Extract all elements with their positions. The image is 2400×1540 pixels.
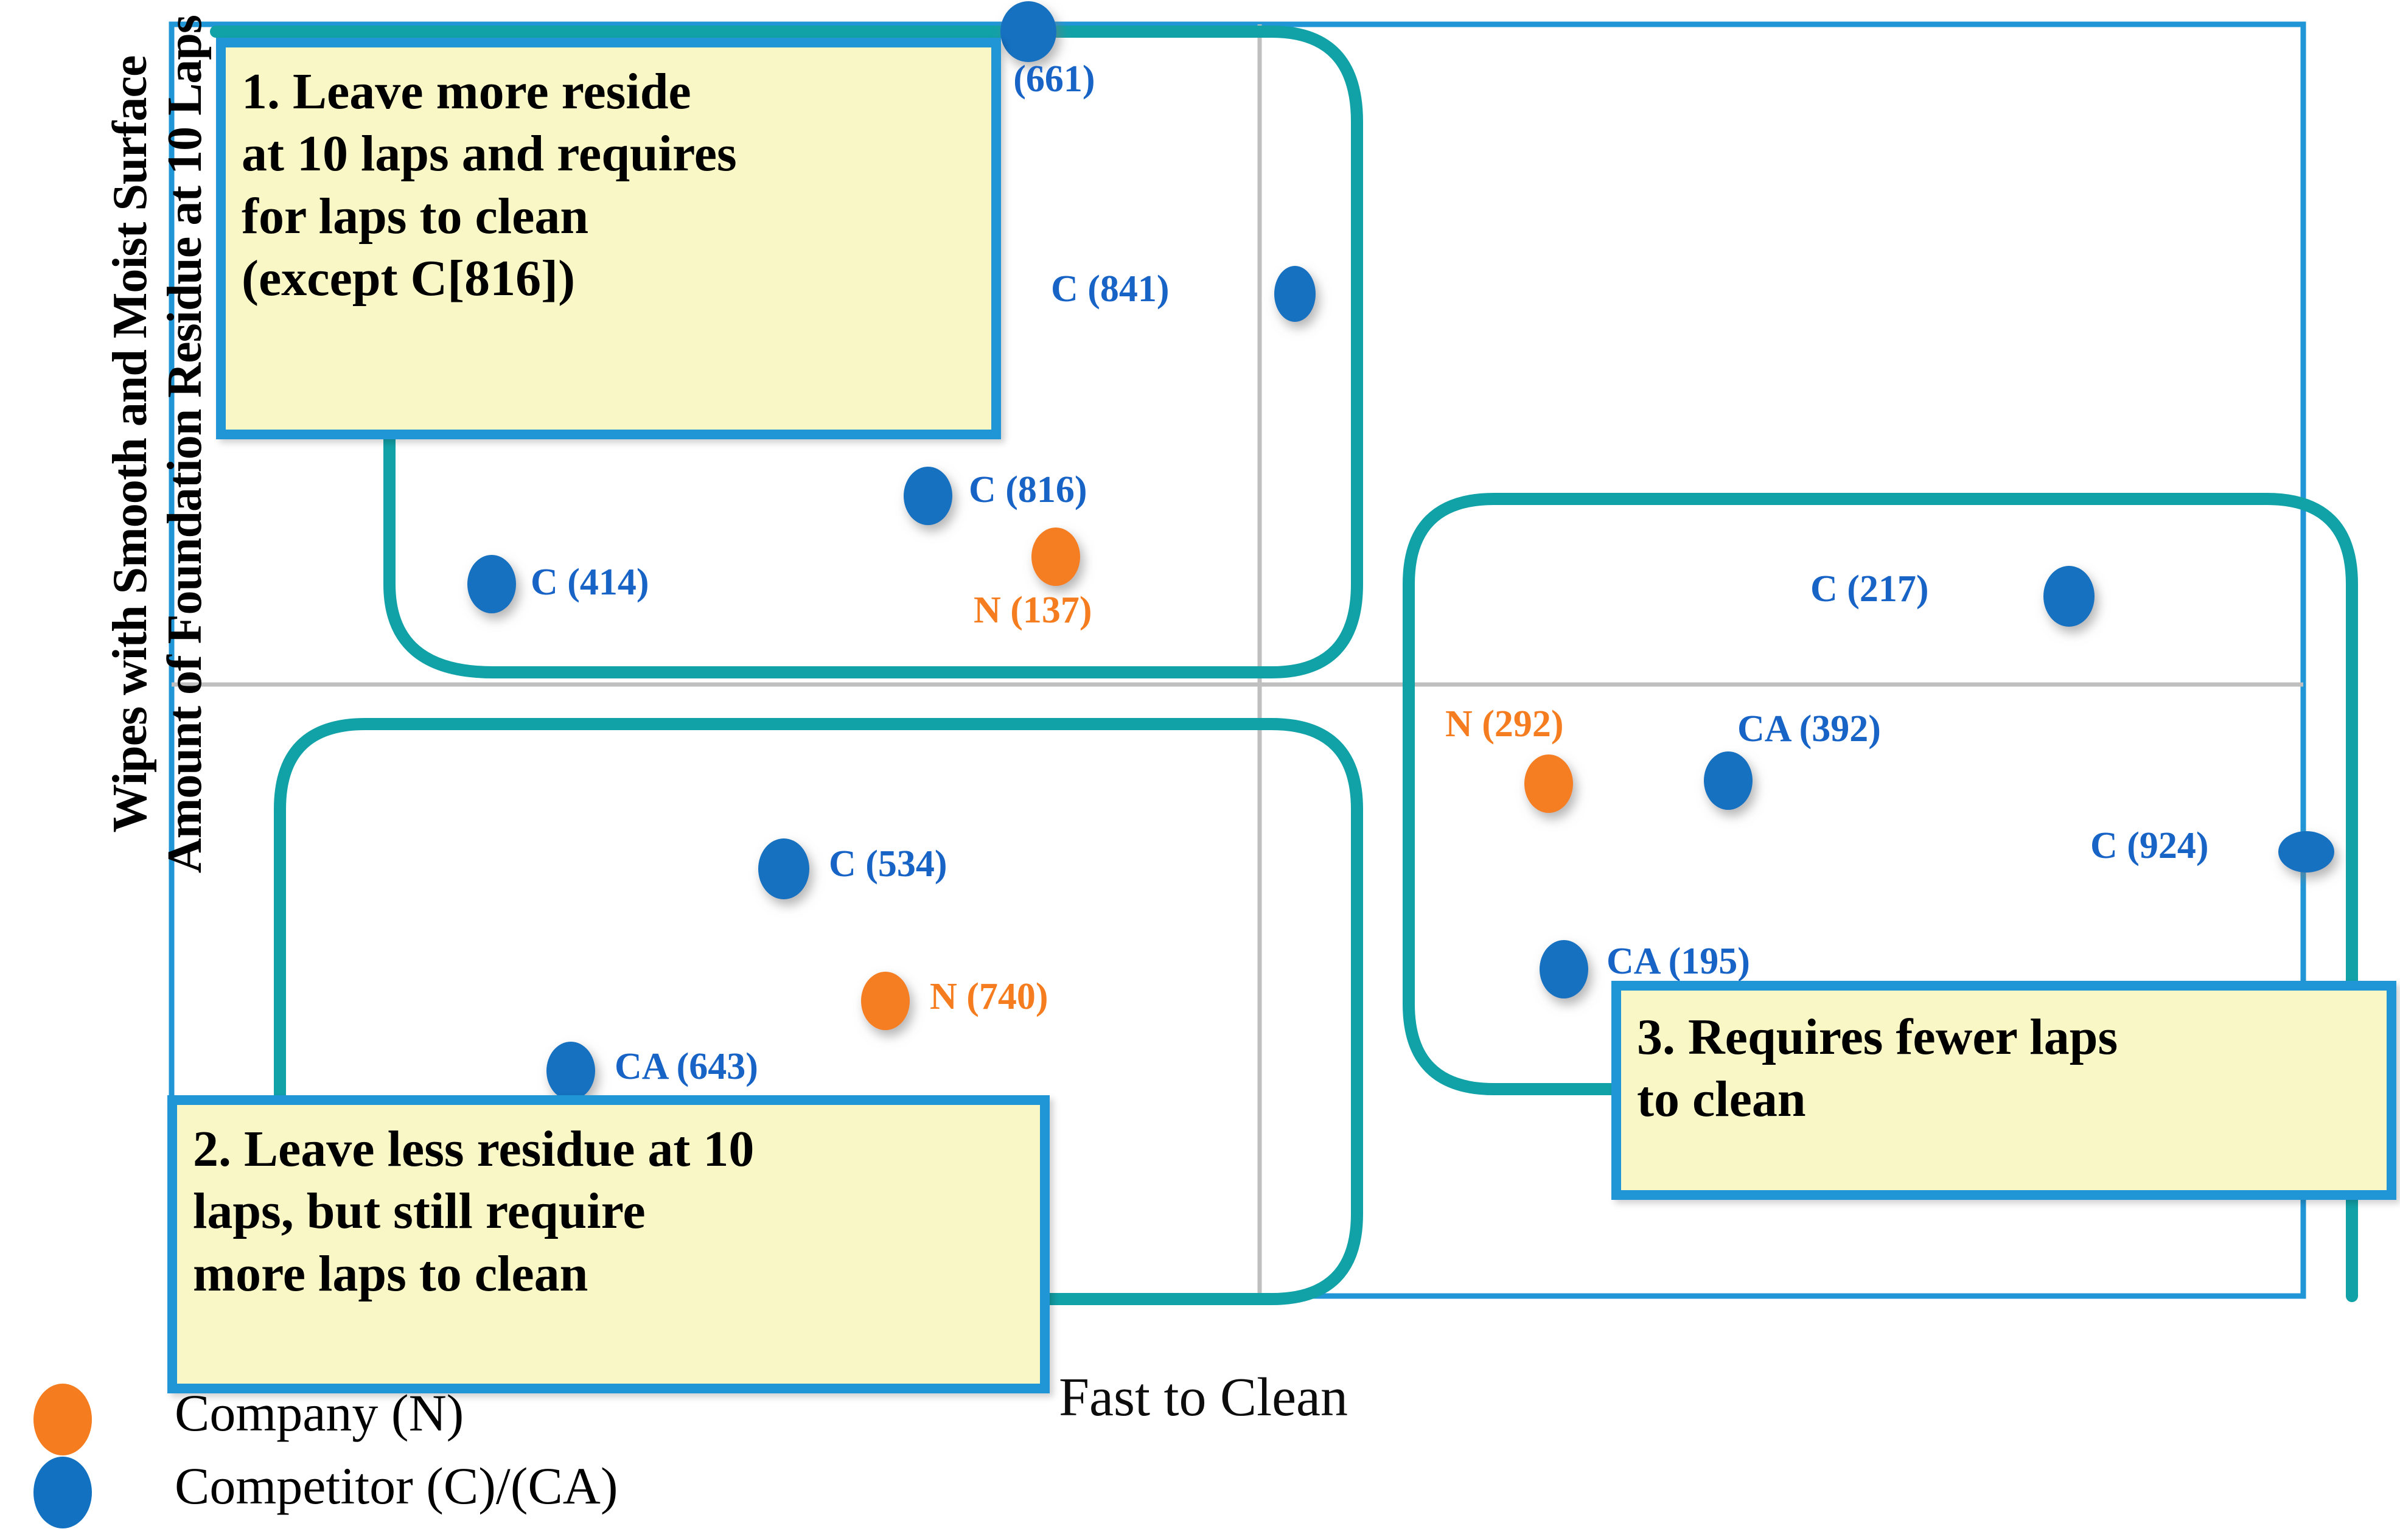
legend-label-company: Company (N)	[175, 1384, 464, 1442]
data-point-marker[interactable]	[861, 972, 910, 1030]
callout-box-2[interactable]: 2. Leave less residue at 10 laps, but st…	[167, 1095, 1050, 1393]
data-point-marker[interactable]	[1274, 266, 1316, 322]
data-point-label: C (534)	[829, 843, 947, 885]
data-point-label: C (217)	[1810, 568, 1929, 610]
data-point-label: CA (643)	[615, 1046, 758, 1087]
data-point-label: N (292)	[1445, 703, 1564, 745]
data-point-label: C (816)	[969, 469, 1087, 510]
competitor-marker-icon	[33, 1457, 92, 1528]
data-point-marker[interactable]	[2043, 566, 2095, 627]
data-point-marker[interactable]	[467, 555, 516, 613]
callout-3-text: 3. Requires fewer laps to clean	[1637, 1009, 2118, 1128]
callout-box-1[interactable]: 1. Leave more reside at 10 laps and requ…	[216, 38, 1001, 439]
data-point-marker[interactable]	[758, 838, 809, 899]
data-point-label: C (841)	[1051, 268, 1170, 310]
callout-1-text: 1. Leave more reside at 10 laps and requ…	[242, 63, 737, 307]
data-point-label: N (137)	[974, 590, 1092, 631]
data-point-label: C (414)	[531, 562, 649, 603]
data-point-label: N (740)	[930, 976, 1048, 1017]
data-point-marker[interactable]	[1704, 751, 1753, 810]
callout-box-3[interactable]: 3. Requires fewer laps to clean	[1611, 981, 2396, 1200]
x-axis-title: Fast to Clean	[1059, 1367, 1348, 1427]
data-point-marker[interactable]	[1000, 1, 1056, 62]
grouping-outline-1	[210, 26, 1363, 678]
legend-item-competitor[interactable]: Competitor (C)/(CA)	[33, 1453, 794, 1528]
data-point-marker[interactable]	[546, 1042, 595, 1100]
chart-legend: Company (N) Competitor (C)/(CA)	[33, 1380, 794, 1528]
company-marker-icon	[33, 1384, 92, 1455]
data-point-marker[interactable]	[1031, 528, 1080, 586]
data-point-marker[interactable]	[1524, 754, 1573, 813]
legend-label-competitor: Competitor (C)/(CA)	[175, 1457, 618, 1515]
legend-item-company[interactable]: Company (N)	[33, 1380, 794, 1455]
data-point-label: C (924)	[2090, 825, 2209, 866]
grouping-outline-2	[274, 718, 1363, 1305]
data-point-marker[interactable]	[2278, 831, 2334, 873]
data-point-label: CA (392)	[1737, 708, 1881, 750]
data-point-label: CA (195)	[1606, 941, 1750, 982]
data-point-group	[467, 1, 2334, 1100]
grouping-outline-3	[1403, 493, 2358, 1302]
data-point-marker[interactable]	[904, 467, 952, 525]
callout-2-text: 2. Leave less residue at 10 laps, but st…	[193, 1121, 755, 1302]
data-point-marker[interactable]	[1540, 940, 1588, 998]
